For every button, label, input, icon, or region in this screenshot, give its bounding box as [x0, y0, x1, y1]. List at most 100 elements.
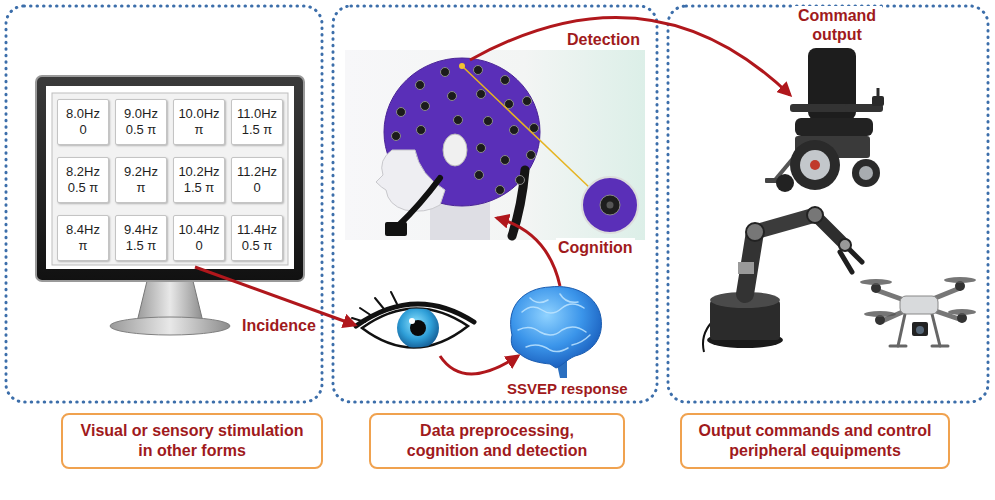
- computer-monitor: [52, 93, 288, 265]
- frequency-text: 8.4Hz: [66, 222, 100, 238]
- eeg-cap-photo: [462, 66, 590, 188]
- wheelchair-illustration: [810, 160, 820, 170]
- phase-text: 1.5 π: [184, 180, 215, 196]
- stimulus-cell: 11.2Hz0: [231, 157, 283, 203]
- robot-arm-illustration: [839, 239, 851, 251]
- drone-illustration: [860, 277, 976, 317]
- stimulus-cell: 8.0Hz0: [57, 99, 109, 145]
- drone-illustration: [898, 314, 905, 346]
- brain-illustration: [530, 298, 548, 303]
- brain-illustration: [572, 335, 590, 345]
- stimulus-cell: 8.2Hz0.5 π: [57, 157, 109, 203]
- phase-text: 0: [253, 180, 260, 196]
- frequency-text: 9.2Hz: [124, 164, 158, 180]
- eeg-cap-photo: [385, 222, 407, 236]
- drone-illustration: [944, 277, 976, 283]
- phase-text: 1.5 π: [242, 122, 273, 138]
- phase-text: π: [79, 238, 88, 254]
- wheelchair-illustration: [776, 174, 794, 192]
- phase-text: 1.5 π: [126, 238, 157, 254]
- wheelchair-illustration: [790, 140, 840, 190]
- eeg-cap-photo: [417, 126, 426, 135]
- flow-arrow: [497, 218, 560, 286]
- dotted-panel: [6, 6, 988, 402]
- phase-text: 0: [79, 122, 86, 138]
- eeg-cap-photo: [527, 151, 536, 160]
- drone-illustration: [912, 322, 928, 336]
- eeg-cap-photo: [416, 81, 425, 90]
- drone-illustration: [860, 279, 892, 285]
- computer-monitor: [110, 317, 230, 335]
- brain-illustration: [560, 294, 578, 302]
- eeg-cap-photo: [510, 126, 519, 135]
- caption-text: Data preprocessing, cognition and detect…: [385, 421, 609, 461]
- eeg-cap-photo: [441, 68, 450, 77]
- eeg-cap-photo: [474, 66, 483, 75]
- eye-illustration: [397, 307, 439, 349]
- drone-illustration: [900, 296, 938, 314]
- dotted-panel: [6, 6, 322, 402]
- brain-illustration: [518, 294, 590, 352]
- eeg-cap-photo: [421, 102, 430, 111]
- stage-caption-box: Data preprocessing, cognition and detect…: [369, 413, 625, 469]
- eye-illustration: [397, 307, 439, 349]
- eeg-cap-photo: [477, 144, 486, 153]
- eye-illustration: [391, 292, 397, 304]
- eye-illustration: [352, 292, 397, 322]
- eeg-cap-photo: [345, 50, 645, 240]
- drone-illustration: [871, 281, 967, 325]
- eeg-cap-photo: [398, 178, 440, 226]
- phase-text: 0: [195, 238, 202, 254]
- stimulus-cell: 11.4Hz0.5 π: [231, 215, 283, 261]
- eeg-cap-photo: [454, 116, 463, 125]
- eeg-cap-photo: [501, 156, 510, 165]
- arrow-label: Detection: [565, 30, 642, 49]
- drone-illustration: [864, 311, 896, 317]
- brain-illustration: [522, 304, 584, 313]
- eeg-cap-photo: [448, 92, 457, 101]
- frequency-text: 8.2Hz: [66, 164, 100, 180]
- eeg-cap-photo: [607, 202, 614, 209]
- wheelchair-illustration: [765, 48, 884, 192]
- wheelchair-illustration: [800, 150, 830, 180]
- eeg-cap-photo: [392, 66, 539, 195]
- eeg-cap-photo: [477, 90, 486, 99]
- eeg-cap-photo: [501, 76, 510, 85]
- eye-illustration: [409, 318, 415, 324]
- robot-arm-illustration: [840, 252, 852, 272]
- frequency-text: 8.0Hz: [66, 106, 100, 122]
- dotted-panel: [668, 6, 988, 402]
- frequency-text: 11.4Hz: [237, 222, 277, 238]
- frequency-text: 11.0Hz: [237, 106, 277, 122]
- drone-illustration: [860, 277, 976, 346]
- stimulus-cell: 9.4Hz1.5 π: [115, 215, 167, 261]
- stimulus-cell: 8.4Hzπ: [57, 215, 109, 261]
- wheelchair-illustration: [790, 104, 852, 112]
- eye-illustration: [356, 304, 474, 326]
- eeg-cap-photo: [523, 97, 532, 106]
- stage-caption-box: Visual or sensory stimulation in other f…: [61, 413, 323, 469]
- stimulus-cell: 9.0Hz0.5 π: [115, 99, 167, 145]
- eeg-cap-photo: [496, 186, 505, 195]
- drone-illustration: [916, 326, 924, 334]
- eye-illustration: [352, 292, 474, 349]
- flow-arrow: [470, 17, 790, 95]
- eeg-cap-photo: [392, 132, 401, 141]
- eeg-cap-photo: [600, 195, 620, 215]
- drone-illustration: [948, 309, 976, 315]
- computer-monitor: [46, 86, 294, 269]
- robot-arm-illustration: [703, 207, 862, 352]
- drone-illustration: [890, 345, 906, 348]
- brain-illustration: [511, 287, 602, 368]
- flow-arrow: [195, 17, 790, 374]
- brain-illustration: [518, 327, 586, 335]
- stage-caption-box: Output commands and control peripheral e…: [680, 413, 950, 469]
- eeg-cap-photo: [484, 117, 493, 126]
- phase-text: π: [137, 180, 146, 196]
- wheelchair-illustration: [859, 166, 873, 180]
- drone-illustration: [890, 314, 948, 346]
- eeg-cap-photo: [345, 50, 645, 240]
- eye-illustration: [360, 308, 372, 316]
- frequency-text: 10.2Hz: [178, 164, 219, 180]
